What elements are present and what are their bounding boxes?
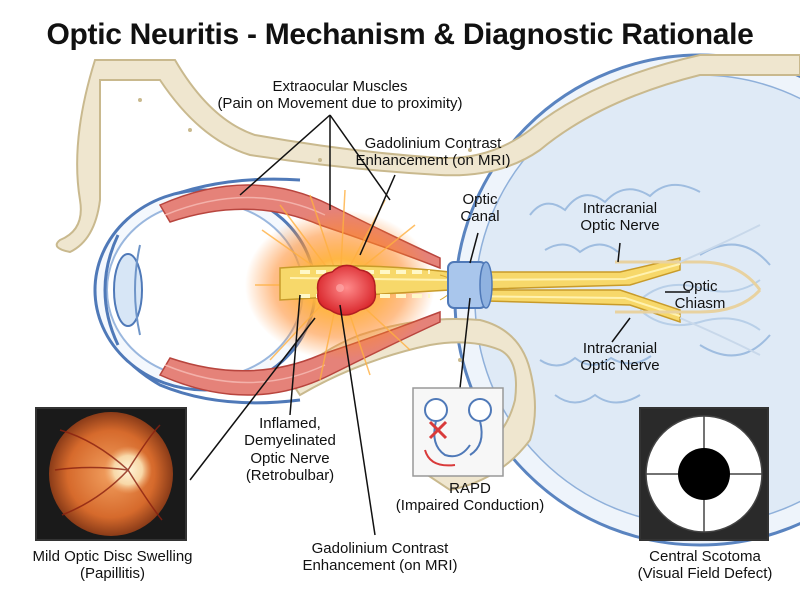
page-title: Optic Neuritis - Mechanism & Diagnostic … bbox=[46, 18, 754, 51]
rapd-diagram bbox=[412, 387, 504, 477]
central-scotoma-spot bbox=[678, 448, 730, 500]
leader-lines bbox=[189, 114, 690, 536]
visual-field-chart bbox=[639, 407, 769, 541]
label-inflamed-nerve: Inflamed, Demyelinated Optic Nerve (Retr… bbox=[244, 415, 336, 484]
label-optic-canal: Optic Canal bbox=[460, 191, 500, 226]
label-rapd: RAPD (Impaired Conduction) bbox=[395, 480, 545, 515]
label-disc-swelling: Mild Optic Disc Swelling (Papillitis) bbox=[32, 548, 193, 583]
optic-canal bbox=[447, 261, 493, 309]
label-intracranial-bottom: Intracranial Optic Nerve bbox=[580, 340, 660, 375]
label-gadolinium-bottom: Gadolinium Contrast Enhancement (on MRI) bbox=[302, 540, 458, 575]
label-gadolinium-top: Gadolinium Contrast Enhancement (on MRI) bbox=[355, 135, 511, 170]
eyeball bbox=[93, 177, 317, 405]
extraocular-muscles bbox=[158, 184, 441, 396]
demyelinated-lesion bbox=[316, 264, 377, 316]
label-central-scotoma: Central Scotoma (Visual Field Defect) bbox=[637, 548, 773, 583]
label-optic-chiasm: Optic Chiasm bbox=[674, 278, 726, 313]
label-intracranial-top: Intracranial Optic Nerve bbox=[580, 200, 660, 235]
fundus-photo bbox=[35, 407, 187, 541]
label-extraocular-muscles: Extraocular Muscles (Pain on Movement du… bbox=[217, 78, 463, 113]
